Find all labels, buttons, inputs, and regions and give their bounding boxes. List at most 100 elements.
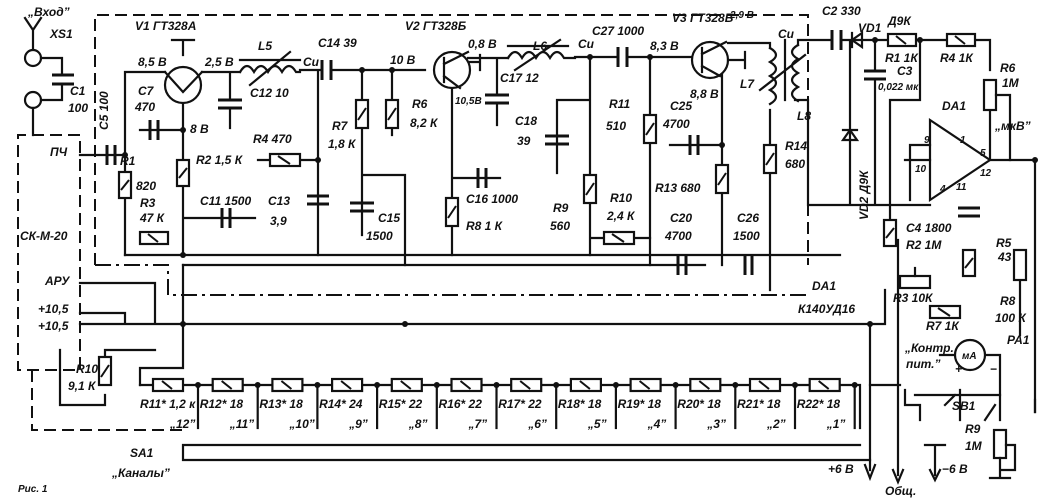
v1-label: V1 ГТ328А (135, 19, 196, 33)
da1-ref: DA1 (812, 279, 836, 293)
common-label: Общ. (885, 484, 916, 498)
channel-label: „5” (587, 417, 607, 431)
c17-label: C17 12 (500, 71, 539, 85)
channel-label: „2” (766, 417, 786, 431)
r5-ref: R5 (996, 236, 1012, 250)
diode-vd2 (840, 128, 860, 142)
r10-tuner-ref: R10 (610, 191, 632, 205)
resistors (97, 32, 1028, 480)
r9-value: 560 (550, 219, 570, 233)
c1-ref: C1 (70, 84, 86, 98)
c18-value: 39 (517, 134, 531, 148)
c25-ref: C25 (670, 99, 692, 113)
chain-resistor: R19* 18 „4” (618, 377, 679, 431)
channel-label: „4” (647, 417, 667, 431)
cu-label: Cu (778, 27, 795, 41)
sa1-name: „Каналы” (111, 466, 170, 480)
l5-ref: L5 (258, 39, 272, 53)
minus-6v-label: −6 В (942, 462, 968, 476)
r8-label: R8 1 К (466, 219, 504, 233)
chain-resistor-label: R12* 18 (200, 397, 244, 411)
c18-ref: C18 (515, 114, 537, 128)
r14-ref: R14 (785, 139, 807, 153)
c1-value: 100 (68, 101, 88, 115)
v2-voltage: 0,8 В (468, 37, 497, 51)
pin-if: ПЧ (50, 145, 68, 159)
transistor-v1 (163, 38, 204, 105)
channel-label: „10” (288, 417, 314, 431)
chain-resistor: R12* 18„11” (200, 377, 261, 431)
r1-value: 820 (136, 179, 156, 193)
r9-meter-value: 1М (965, 439, 983, 453)
l7-ref: L7 (740, 77, 755, 91)
r8-meter-ref: R8 (1000, 294, 1016, 308)
supply-check-label: пит.” (906, 357, 941, 371)
r11-ref: R11 (609, 97, 630, 111)
supply-check-label: „Контр. (904, 341, 954, 355)
diode-vd1 (850, 30, 864, 50)
v2-voltage: 10,5В (455, 96, 482, 107)
l6-ref: L6 (533, 39, 547, 53)
r13-label: R13 680 (655, 181, 701, 195)
c26-value: 1500 (733, 229, 760, 243)
r6-value: 8,2 К (410, 116, 439, 130)
labels: „Вход” XS1 C1 100 C5 100 ПЧ СК-М-20 АРУ … (18, 4, 1031, 498)
pin-5: 5 (980, 148, 986, 159)
c4-label: C4 1800 (906, 221, 952, 235)
pin-agc: АРУ (44, 274, 70, 288)
r9-ref: R9 (553, 201, 569, 215)
r7-ref: R7 (332, 119, 349, 133)
chain-resistor: R18* 18 „5” (558, 377, 619, 431)
v3-voltage: 8,3 В (650, 39, 679, 53)
meter-minus: − (990, 362, 997, 376)
chain-resistor: R20* 18„3” (677, 377, 739, 431)
r11-value: 510 (606, 119, 626, 133)
c2-label: C2 330 (822, 4, 861, 18)
sa1-ref: SA1 (130, 446, 154, 460)
c11-label: C11 1500 (200, 194, 251, 208)
channel-label: „1” (826, 417, 846, 431)
c3-ref: C3 (897, 64, 913, 78)
meter-unit: мА (962, 351, 977, 362)
pin-10: 10 (915, 164, 927, 175)
r5-value: 43 (997, 250, 1012, 264)
chain-resistor-label: R18* 18 (558, 397, 602, 411)
chain-resistor-label: R14* 24 (319, 397, 363, 411)
transistor-v2 (432, 50, 482, 90)
chain-resistor-label: R11* 1,2 к (140, 397, 196, 411)
r6-meter-ref: R6 (1000, 61, 1016, 75)
r2-label: R2 1,5 К (196, 153, 244, 167)
channel-label: „7” (468, 417, 488, 431)
pin-10-5-b: +10,5 (38, 319, 69, 333)
v3-label: V3 ГТ328Б (672, 11, 734, 25)
chain-resistor: R15* 22 „8” (379, 377, 440, 431)
plus-6v-label: +6 В (828, 462, 854, 476)
r9-meter-ref: R9 (965, 422, 981, 436)
r14-value: 680 (785, 157, 805, 171)
chain-resistor-label: R15* 22 (379, 397, 423, 411)
c13-ref: C13 (268, 194, 290, 208)
r6-ref: R6 (412, 97, 428, 111)
chain-resistor: R11* 1,2 к„12” (140, 377, 201, 431)
r4-meter-label: R4 1К (940, 51, 974, 65)
module-name: СК-М-20 (20, 229, 68, 243)
vd2-label: VD2 Д9К (857, 169, 871, 220)
chain-resistor-label: R13* 18 (259, 397, 303, 411)
pin-10-5-a: +10,5 (38, 302, 69, 316)
c15-value: 1500 (366, 229, 393, 243)
v2-voltage: 10 В (390, 53, 416, 67)
chain-resistor: R17* 22„6” (498, 377, 560, 431)
channel-label: „8” (408, 417, 428, 431)
chain-resistor-label: R19* 18 (618, 397, 662, 411)
r3-meter-label: R3 10К (893, 291, 934, 305)
c20-value: 4700 (664, 229, 692, 243)
r3-value: 47 К (139, 211, 166, 225)
v2-label: V2 ГТ328Б (405, 19, 467, 33)
figure-caption: Рис. 1 (18, 484, 48, 495)
r1-ref: R1 (120, 154, 136, 168)
c27-label: C27 1000 (592, 24, 644, 38)
chain-resistor: R21* 18„2” (737, 377, 798, 431)
channel-resistor-chain: R11* 1,2 к„12”R12* 18„11”R13* 18 „10” R14*… (140, 377, 858, 431)
r10-tuner-value: 2,4 К (606, 209, 636, 223)
